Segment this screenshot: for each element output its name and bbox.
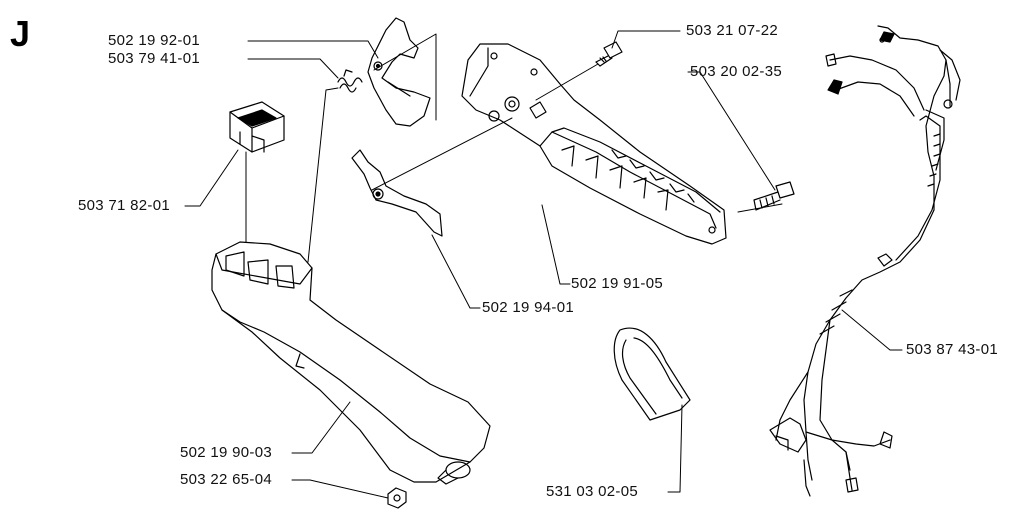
stop-switch-icon bbox=[229, 101, 285, 153]
part-number-label: 503 71 82-01 bbox=[78, 197, 171, 214]
section-letter: J bbox=[10, 13, 31, 54]
wiring-harness-icon bbox=[769, 25, 961, 497]
handle-upper-half-icon bbox=[461, 43, 727, 245]
nut-icon bbox=[387, 487, 407, 509]
clip-icon bbox=[613, 327, 691, 421]
part-number-label: 502 19 90-03 bbox=[180, 444, 273, 461]
spring-icon bbox=[337, 69, 363, 93]
part-number-label: 503 22 65-04 bbox=[180, 471, 273, 488]
part-number-label: 531 03 02-05 bbox=[546, 483, 639, 500]
leader-lines bbox=[184, 30, 903, 499]
part-number-label: 503 20 02-35 bbox=[690, 63, 783, 80]
bolt-icon bbox=[753, 181, 795, 211]
part-number-label: 502 19 91-05 bbox=[571, 275, 664, 292]
throttle-trigger-icon bbox=[367, 17, 431, 127]
handle-lower-half-icon bbox=[211, 241, 491, 485]
part-number-label: 502 19 94-01 bbox=[482, 299, 575, 316]
part-number-label: 502 19 92-01 bbox=[108, 32, 201, 49]
screw-icon bbox=[595, 41, 623, 67]
part-number-label: 503 79 41-01 bbox=[108, 50, 201, 67]
part-number-label: 503 87 43-01 bbox=[906, 341, 999, 358]
part-number-label: 503 21 07-22 bbox=[686, 22, 779, 39]
throttle-lockout-icon bbox=[351, 149, 443, 237]
